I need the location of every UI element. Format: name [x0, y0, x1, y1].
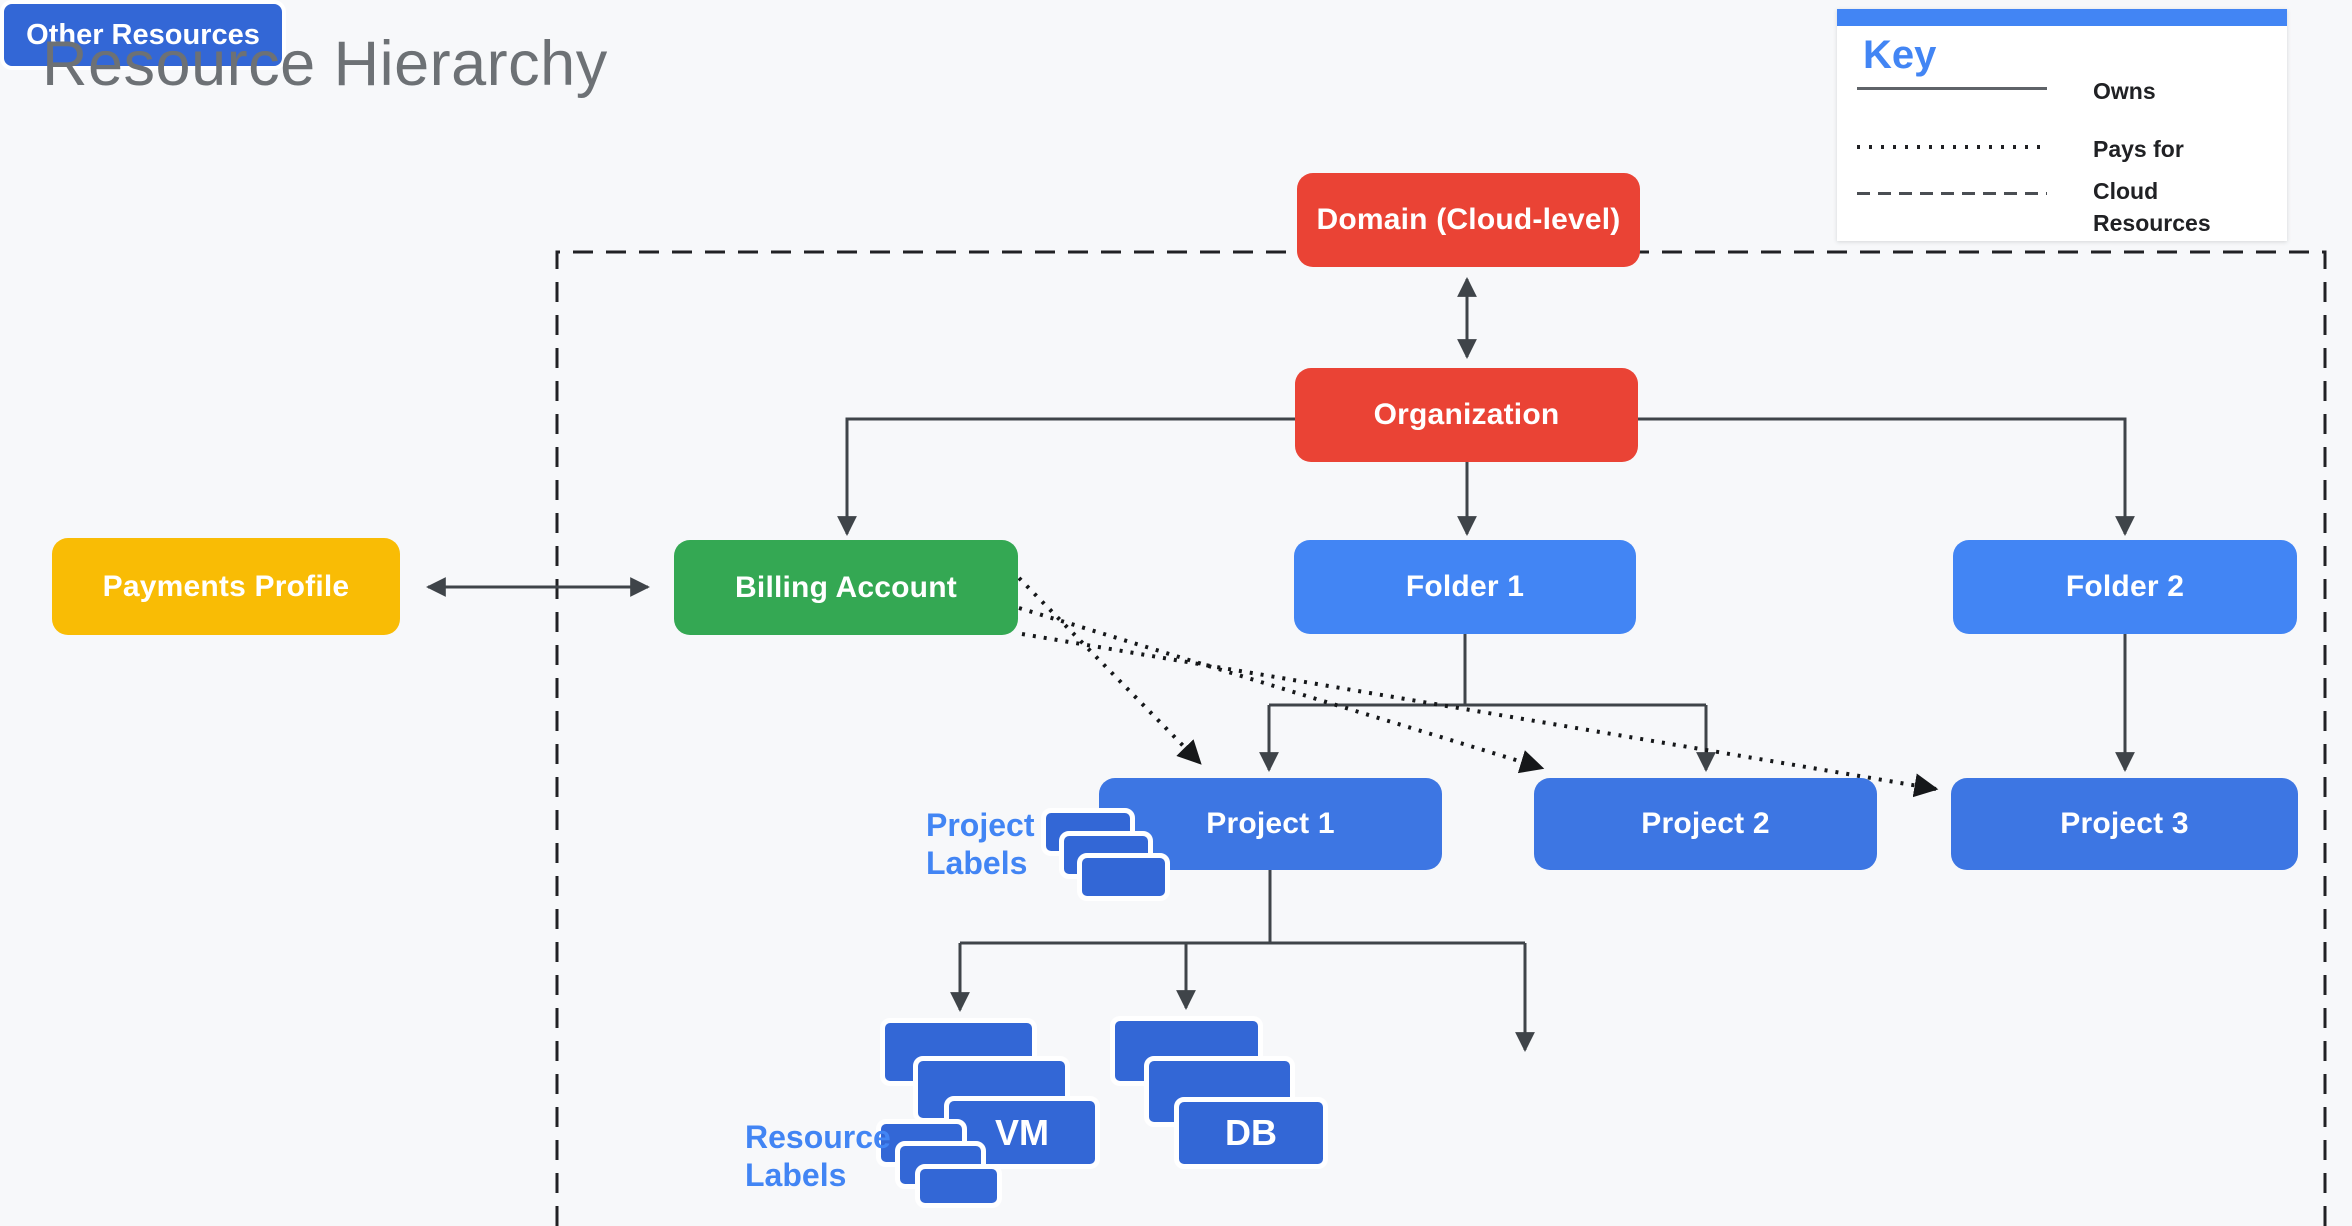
legend-accent-bar	[1837, 9, 2287, 26]
legend-label-owns: Owns	[2093, 78, 2156, 104]
project-labels-annotation: Project Labels	[926, 807, 1035, 882]
resource-labels-annotation: Resource Labels	[745, 1119, 891, 1194]
legend-title: Key	[1863, 33, 1937, 77]
node-domain: Domain (Cloud-level)	[1297, 173, 1640, 267]
legend-dashed-line-sample	[1857, 192, 2047, 195]
node-other-resources: Other Resources	[0, 0, 286, 70]
resource-label-card	[915, 1164, 1002, 1208]
legend-label-cloud-resources: Cloud Resources	[2093, 178, 2211, 237]
node-payments-profile: Payments Profile	[52, 538, 400, 635]
node-project-2: Project 2	[1534, 778, 1877, 870]
legend-dotted-line-sample	[1857, 145, 2047, 149]
legend-key: Key Owns Pays for Cloud Resources	[1837, 9, 2287, 241]
node-folder-1: Folder 1	[1294, 540, 1636, 634]
legend-solid-line-sample	[1857, 87, 2047, 90]
page-title: Resource Hierarchy	[42, 29, 608, 99]
project-label-card	[1077, 853, 1170, 901]
legend-label-pays-for: Pays for	[2093, 136, 2184, 162]
node-project-3: Project 3	[1951, 778, 2298, 870]
node-db: DB	[1174, 1097, 1328, 1169]
node-project-1: Project 1	[1099, 778, 1442, 870]
node-organization: Organization	[1295, 368, 1638, 462]
node-folder-2: Folder 2	[1953, 540, 2297, 634]
node-billing-account: Billing Account	[674, 540, 1018, 635]
node-vm: VM	[944, 1096, 1100, 1169]
